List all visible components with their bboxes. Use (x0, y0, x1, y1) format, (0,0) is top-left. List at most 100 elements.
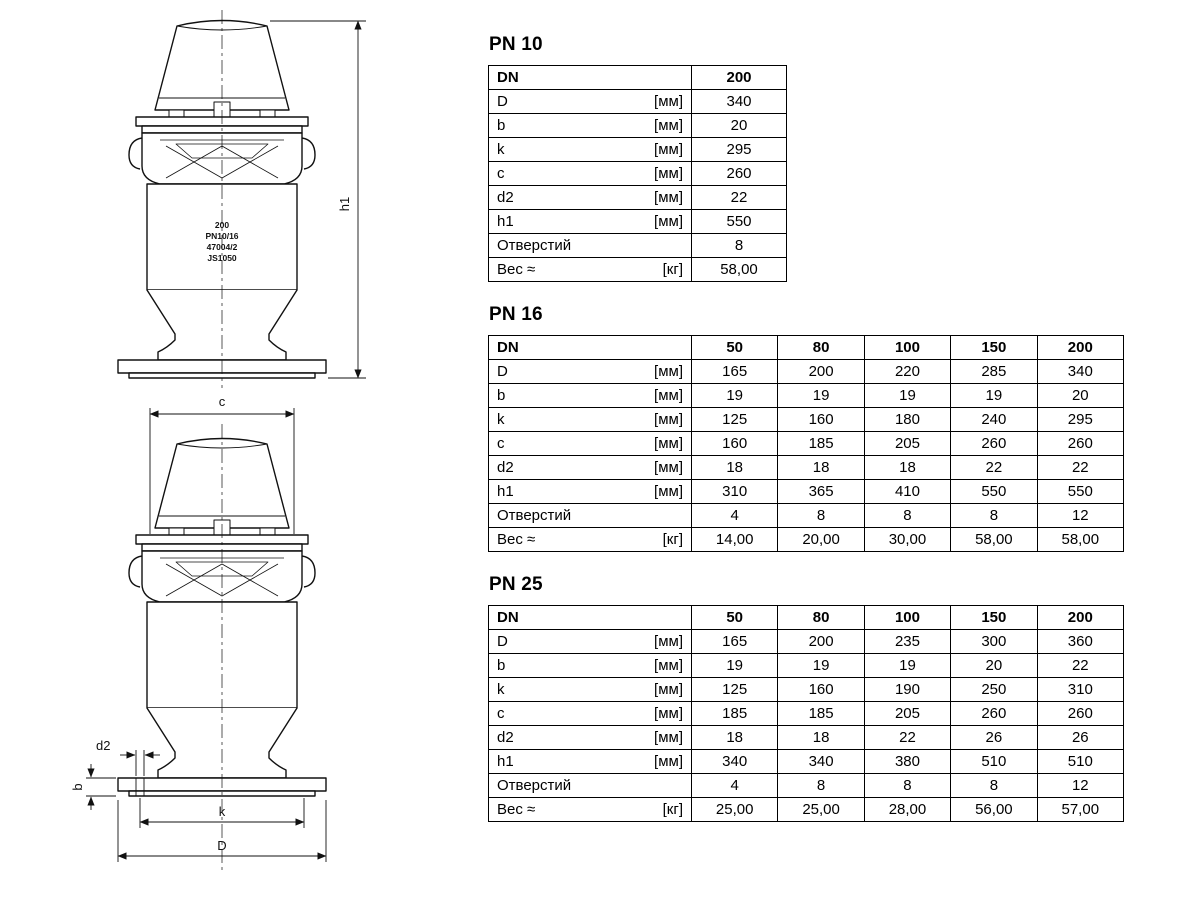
value-cell: 18 (777, 455, 865, 480)
row-label-cell: b[мм] (488, 653, 692, 678)
value-cell: 19 (690, 383, 779, 408)
row-label-wrap: Вес ≈[кг] (497, 531, 683, 548)
row-unit: [мм] (654, 189, 683, 206)
table-row: d2[мм]22 (488, 185, 787, 210)
row-unit: [мм] (654, 681, 683, 698)
column-header-dn-size: 200 (1036, 605, 1125, 630)
value-cell: 57,00 (1036, 797, 1125, 822)
row-label-wrap: b[мм] (497, 657, 683, 674)
row-label: d2 (497, 189, 514, 206)
table-row: D[мм] 340 (488, 89, 787, 114)
value-cell: 22 (863, 725, 952, 750)
row-label: Вес ≈ (497, 801, 536, 818)
row-label-cell: Вес ≈[кг] (488, 257, 692, 282)
row-label-wrap: Отверстий (497, 237, 683, 254)
value-cell: 19 (863, 383, 952, 408)
value-cell: 410 (863, 479, 952, 504)
value-cell: 185 (690, 701, 779, 726)
value-cell: 26 (1036, 725, 1125, 750)
value-cell: 58,00 (1036, 527, 1125, 552)
row-label: Отверстий (497, 237, 572, 254)
row-label-wrap: c[мм] (497, 165, 683, 182)
value-cell: 160 (690, 431, 779, 456)
dim-label-c: c (219, 394, 226, 409)
row-label-wrap: Отверстий (497, 777, 683, 794)
table-row: Вес ≈[кг]58,00 (488, 257, 787, 282)
row-label: D (497, 93, 508, 110)
column-header-dn-size: 100 (863, 605, 952, 630)
row-label: Отверстий (497, 777, 572, 794)
value-cell: 19 (950, 383, 1038, 408)
row-unit: [мм] (654, 117, 683, 134)
row-label-wrap: k[мм] (497, 411, 683, 428)
value-cell: 22 (1036, 455, 1125, 480)
row-label-wrap: D[мм] (497, 363, 683, 380)
row-unit: [кг] (662, 531, 683, 548)
value-cell: 20 (1036, 383, 1125, 408)
value-cell: 235 (863, 629, 952, 654)
value-cell: 550 (691, 209, 787, 234)
value-cell: 12 (1036, 773, 1125, 798)
value-cell: 200 (777, 359, 865, 384)
value-cell: 56,00 (950, 797, 1038, 822)
column-header-dn: DN (488, 335, 692, 360)
value-cell: 285 (950, 359, 1038, 384)
value-cell: 365 (777, 479, 865, 504)
row-label-wrap: d2 [мм] (497, 189, 683, 206)
row-label-wrap: d2[мм] (497, 729, 683, 746)
row-label-cell: d2[мм] (488, 725, 692, 750)
row-label-cell: D[мм] (488, 359, 692, 384)
column-header-dn-size: 200 (691, 65, 787, 90)
value-cell: 260 (950, 701, 1038, 726)
value-cell: 250 (950, 677, 1038, 702)
value-cell: 58,00 (950, 527, 1038, 552)
value-cell: 260 (950, 431, 1038, 456)
column-header-dn-size: 150 (950, 605, 1038, 630)
row-label: b (497, 657, 506, 674)
value-cell: 340 (691, 89, 787, 114)
row-label: k (497, 141, 505, 158)
row-unit: [кг] (662, 801, 683, 818)
value-cell: 165 (690, 629, 779, 654)
value-cell: 300 (950, 629, 1038, 654)
row-label-cell: c[мм] (488, 431, 692, 456)
row-label-cell: k[мм] (488, 407, 692, 432)
pn16-title: PN 16 (489, 304, 543, 325)
value-cell: 340 (1036, 359, 1125, 384)
row-label-wrap: D[мм] (497, 93, 683, 110)
value-cell: 260 (691, 161, 787, 186)
row-label-cell: h1[мм] (488, 749, 692, 774)
value-cell: 20 (691, 113, 787, 138)
column-header-dn-size: 150 (950, 335, 1038, 360)
row-label-cell: Отверстий (488, 773, 692, 798)
value-cell: 20,00 (777, 527, 865, 552)
technical-drawings: 200 PN10/16 47004/2 JS1050 h1 c (70, 10, 366, 874)
row-label-cell: h1[мм] (488, 479, 692, 504)
column-header-dn-size: 80 (777, 335, 865, 360)
value-cell: 260 (1036, 701, 1125, 726)
value-cell: 205 (863, 431, 952, 456)
row-label-wrap: h1[мм] (497, 213, 683, 230)
row-label-cell: Отверстий (488, 503, 692, 528)
value-cell: 240 (950, 407, 1038, 432)
row-label-cell: c[мм] (488, 161, 692, 186)
row-label: d2 (497, 459, 514, 476)
value-cell: 14,00 (690, 527, 779, 552)
value-cell: 30,00 (863, 527, 952, 552)
row-label-cell: c[мм] (488, 701, 692, 726)
row-unit: [мм] (654, 729, 683, 746)
